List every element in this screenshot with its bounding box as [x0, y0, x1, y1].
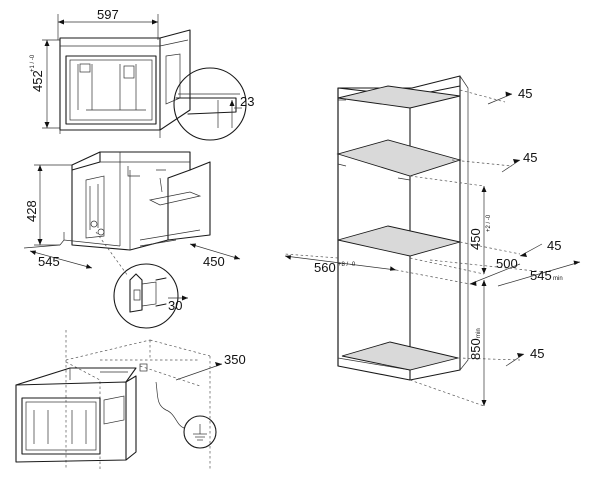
cabinet-bottom-gap-label: 45 [530, 346, 544, 361]
side-depth-label: 545 [38, 254, 60, 269]
shelf-1 [336, 139, 462, 177]
installation-drawing: 350 [15, 330, 246, 470]
cabinet-drawing: 45 45 450 +2 / -0 45 500 545 min 560 +8 … [284, 75, 581, 407]
cabinet-base-label: 850 [468, 338, 483, 360]
shelf-bottom [341, 341, 459, 371]
shelf-2 [337, 225, 461, 257]
cabinet-shelf-gap-2-label: 45 [547, 238, 561, 253]
oven-height-tolerance: +1 / -0 [30, 54, 36, 72]
cabinet-top-gap-label: 45 [518, 86, 532, 101]
cabinet-width-tolerance: +8 / -0 [338, 262, 356, 268]
side-rear-label: 450 [203, 254, 225, 269]
cabinet-opening-label: 450 [468, 228, 483, 250]
cabinet-base-suffix: min [476, 328, 482, 338]
cabinet-depth-500-label: 500 [496, 256, 518, 271]
side-height-label: 428 [24, 200, 39, 222]
cabinet-opening-tolerance: +2 / -0 [486, 214, 492, 232]
oven-front-drawing: 597 452 +1 / -0 23 [30, 7, 254, 141]
oven-height-label: 452 [30, 70, 45, 92]
oven-width-label: 597 [97, 7, 119, 22]
cabinet-depth-545-suffix: min [553, 276, 563, 282]
cabinet-width-label: 560 [314, 260, 336, 275]
oven-gap-label: 23 [240, 94, 254, 109]
shelf-top [337, 85, 461, 109]
distance-label: 350 [224, 352, 246, 367]
angle-label: 30 [168, 298, 182, 313]
oven-side-drawing: 428 545 450 30 [23, 151, 241, 329]
cabinet-depth-545-label: 545 [530, 268, 552, 283]
cabinet-shelf-gap-1-label: 45 [523, 150, 537, 165]
